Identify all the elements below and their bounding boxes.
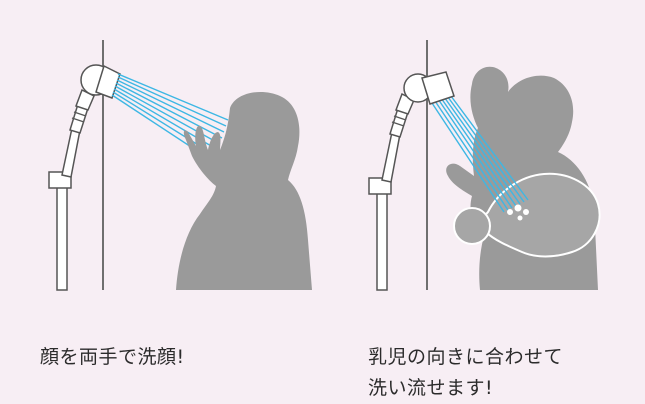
illustration-infant-wash [322, 0, 645, 300]
shower-head-icon [61, 64, 121, 178]
splash-dots [507, 204, 529, 221]
caption-face-wash: 顔を両手で洗顔! [40, 346, 185, 368]
illustration-face-wash [0, 0, 322, 300]
baby-head [453, 207, 491, 245]
woman-silhouette [176, 92, 312, 290]
caption-line-2: 洗い流せます! [368, 377, 494, 399]
caption-infant-wash: 乳児の向きに合わせて 洗い流せます! [368, 342, 563, 404]
shower-head-icon [381, 71, 455, 183]
face-wash-scene [48, 40, 312, 291]
shower-pipe [56, 184, 68, 291]
infant-wash-scene [368, 40, 601, 291]
caption-line-1: 乳児の向きに合わせて [368, 346, 564, 368]
water-spray [429, 91, 529, 213]
shower-pipe [376, 189, 388, 291]
